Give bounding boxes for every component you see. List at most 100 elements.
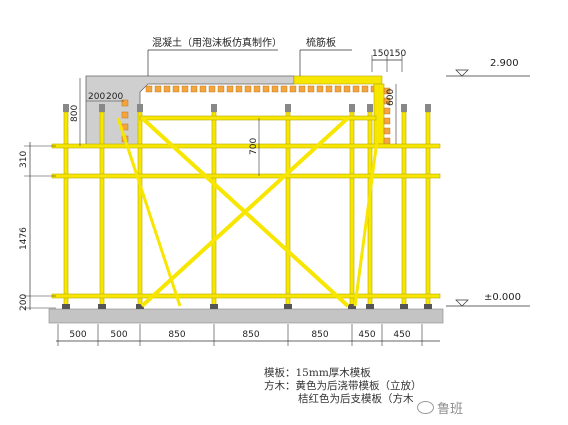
concrete-label: 混凝土（用泡沫板仿真制作） bbox=[152, 36, 282, 49]
dim-top-2: 150 bbox=[389, 49, 406, 59]
post-base bbox=[366, 304, 374, 309]
concrete-beam bbox=[85, 75, 295, 147]
post-head bbox=[137, 104, 143, 112]
joist bbox=[316, 85, 324, 93]
bottom-dim-label: 850 bbox=[168, 330, 185, 340]
scaffold-frame bbox=[51, 104, 441, 309]
scaffold-top-ledger bbox=[139, 115, 377, 121]
legend-notes: 模板：15mm厚木模板 方木：黄色为后浇带模板（立放） 桔红色为后支模板（方木 bbox=[264, 367, 422, 406]
left-dim-200: 200 bbox=[19, 294, 29, 311]
joist bbox=[199, 85, 207, 93]
post-base bbox=[136, 304, 144, 309]
joist bbox=[208, 85, 216, 93]
note-line-2: 方木：黄色为后浇带模板（立放） bbox=[264, 380, 422, 392]
right-joists bbox=[383, 87, 391, 145]
bottom-dim-label: 850 bbox=[311, 330, 328, 340]
post-base bbox=[98, 304, 106, 309]
dim-beam-2: 200 bbox=[106, 92, 123, 102]
post-head bbox=[425, 104, 431, 112]
joist bbox=[145, 85, 153, 93]
watermark-icon bbox=[417, 401, 434, 414]
note-line-3: 桔红色为后支模板（方木 bbox=[298, 393, 414, 405]
elevation-bottom-value: ±0.000 bbox=[484, 292, 521, 303]
post-base bbox=[284, 304, 292, 309]
scaffold-ledger bbox=[51, 173, 441, 179]
joist bbox=[163, 85, 171, 93]
joist bbox=[262, 85, 270, 93]
left-dim-310: 310 bbox=[19, 151, 29, 168]
scaffold-post bbox=[349, 111, 355, 309]
post-base bbox=[348, 304, 356, 309]
bottom-dim-label: 500 bbox=[110, 330, 127, 340]
post-head bbox=[401, 104, 407, 112]
post-head bbox=[99, 104, 105, 112]
right-joist bbox=[383, 97, 391, 105]
joist bbox=[280, 85, 288, 93]
joist bbox=[181, 85, 189, 93]
joist bbox=[298, 85, 306, 93]
bottom-dimension-chain: 500 500 850 850 850 450 450 bbox=[56, 324, 440, 346]
bottom-dim-label: 450 bbox=[393, 330, 410, 340]
right-joist bbox=[383, 137, 391, 145]
joist bbox=[172, 85, 180, 93]
scaffold-post bbox=[425, 111, 431, 309]
dim-beam-height: 800 bbox=[70, 105, 80, 122]
dim-beam-1: 200 bbox=[88, 92, 105, 102]
bottom-dim-label: 500 bbox=[69, 330, 86, 340]
joist bbox=[253, 85, 261, 93]
beam-joist bbox=[121, 111, 129, 119]
post-head bbox=[285, 104, 291, 112]
dim-inner: 700 bbox=[249, 138, 259, 155]
post-head bbox=[211, 104, 217, 112]
scaffold-post bbox=[211, 111, 217, 309]
dim-top-1: 150 bbox=[372, 49, 389, 59]
left-dimension-chain: 310 1476 200 bbox=[19, 142, 56, 311]
bottom-dim-label: 450 bbox=[358, 330, 375, 340]
tie-formwork-label: 梳筋板 bbox=[306, 36, 336, 49]
post-head bbox=[367, 104, 373, 112]
post-base bbox=[424, 304, 432, 309]
joist bbox=[361, 85, 369, 93]
joist bbox=[190, 85, 198, 93]
dim-right-height: 600 bbox=[386, 89, 396, 106]
elevation-bottom: ±0.000 bbox=[446, 292, 530, 307]
joist bbox=[307, 85, 315, 93]
scaffold-post bbox=[99, 111, 105, 309]
joist bbox=[325, 85, 333, 93]
joist bbox=[235, 85, 243, 93]
tie-formwork-slab bbox=[293, 75, 383, 85]
joist bbox=[271, 85, 279, 93]
watermark-text: 鲁班 bbox=[437, 402, 464, 417]
joist-row bbox=[145, 85, 378, 93]
ground-slab bbox=[48, 308, 444, 324]
right-joist bbox=[383, 117, 391, 125]
post-head bbox=[63, 104, 69, 112]
right-joist bbox=[383, 127, 391, 135]
joist bbox=[154, 85, 162, 93]
watermark: 鲁班 bbox=[417, 398, 463, 417]
scaffold-ledger bbox=[51, 143, 441, 149]
joist bbox=[217, 85, 225, 93]
right-joist bbox=[383, 87, 391, 95]
scaffold-post bbox=[285, 111, 291, 309]
joist bbox=[244, 85, 252, 93]
beam-joist bbox=[121, 99, 129, 107]
joist bbox=[343, 85, 351, 93]
scaffold-post bbox=[401, 111, 407, 309]
scaffold-post bbox=[137, 111, 143, 309]
joist bbox=[289, 85, 297, 93]
note-line-1: 模板：15mm厚木模板 bbox=[264, 367, 371, 379]
right-joist bbox=[383, 107, 391, 115]
joist bbox=[352, 85, 360, 93]
left-dim-1476: 1476 bbox=[19, 227, 29, 250]
post-base bbox=[210, 304, 218, 309]
joist bbox=[334, 85, 342, 93]
scaffold-ledger bbox=[51, 293, 441, 299]
post-head bbox=[349, 104, 355, 112]
elevation-top: 2.900 bbox=[446, 58, 530, 77]
elevation-top-value: 2.900 bbox=[490, 58, 519, 69]
cross-braces bbox=[116, 116, 382, 308]
post-base bbox=[62, 304, 70, 309]
bottom-dim-label: 850 bbox=[242, 330, 259, 340]
